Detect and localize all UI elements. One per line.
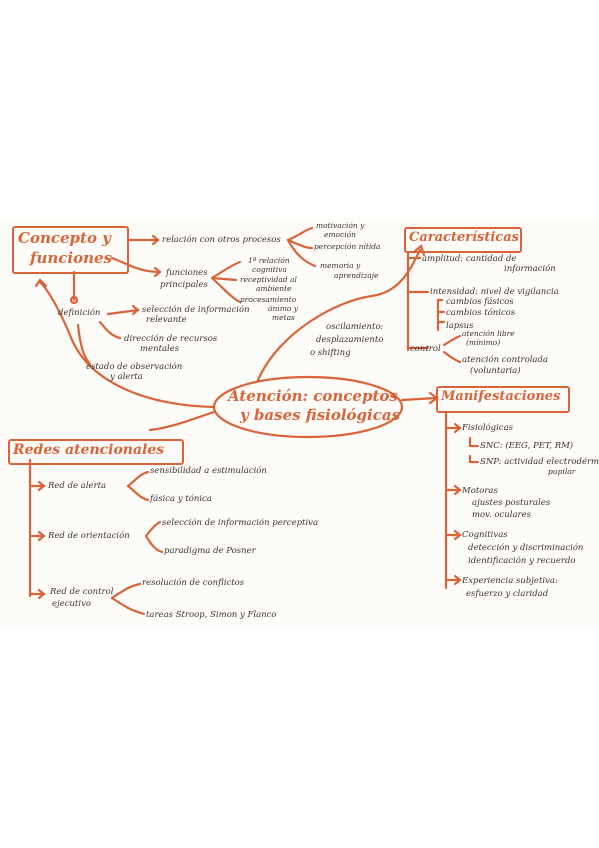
red-orientacion-item-0: selección de información perceptiva (162, 518, 319, 528)
red-control-item-0: resolución de conflictos (142, 578, 245, 588)
funciones-label-0: funciones (166, 268, 208, 278)
center-title-line2: y bases fisiológicas (240, 406, 401, 424)
amplitud-1: información (504, 264, 556, 274)
motoras-2: mov. oculares (472, 510, 531, 520)
oscilamiento-2: o shifting (310, 348, 351, 358)
funcion-item-0: 1ª relación (248, 256, 290, 265)
link-center-redes (148, 410, 216, 432)
red-orientacion-item-1: paradigma de Posner (164, 546, 256, 556)
funcion-item-3: ambiente (256, 284, 292, 293)
def-item-5: y alerta (110, 372, 143, 382)
relacion-text: relación con otros procesos (162, 235, 281, 245)
center-title-line1: Atención: conceptos (228, 387, 398, 405)
red-control-item-1: tareas Stroop, Simon y Flanco (146, 610, 277, 620)
oscilamiento-0: oscilamiento: (326, 322, 384, 332)
control-item-2: atención controlada (462, 355, 549, 365)
manifestaciones-title: Manifestaciones (441, 389, 561, 404)
concepto-title-line1: Concepto y (18, 229, 111, 247)
funcion-item-5: ánimo y (268, 304, 298, 313)
experiencia-1: esfuerzo y claridad (466, 589, 549, 599)
paper-sheet (0, 218, 599, 626)
red-alerta-item-0: sensibilidad a estimulación (150, 466, 267, 476)
link-center-concepto (38, 280, 216, 409)
proceso-2: percepción nítida (314, 242, 381, 251)
proceso-0: motivación y (316, 221, 365, 230)
motoras-0: Motoras (462, 486, 498, 496)
concepto-box (12, 226, 129, 274)
intensidad-0: intensidad: nivel de vigilancia (430, 287, 559, 297)
link-center-manifestaciones (400, 396, 438, 402)
amplitud-0: amplitud: cantidad de (422, 254, 517, 264)
fisiologicas-1: SNC: (EEG, PET, RM) (480, 441, 574, 451)
red-alerta-item-1: fásica y tónica (150, 494, 212, 504)
red-alerta: Red de alerta (48, 481, 107, 491)
intensidad-1: cambios fásicos (446, 297, 514, 307)
cognitivas-1: detección y discriminación (468, 543, 584, 553)
fisiologicas-0: Fisiológicas (462, 423, 513, 433)
def-item-3: mentales (140, 344, 180, 354)
proceso-4: aprendizaje (334, 271, 379, 280)
control-item-3: (voluntaria) (470, 366, 521, 376)
proceso-1: emoción (324, 230, 357, 239)
def-item-0: selección de información (142, 305, 250, 315)
red-orientacion: Red de orientación (48, 531, 130, 541)
intensidad-3: lapsus (446, 321, 474, 331)
caracteristicas-box (404, 227, 522, 253)
funcion-item-6: metas (272, 313, 295, 322)
manifestaciones-box (436, 386, 570, 413)
proceso-3: memoria y (320, 261, 361, 270)
oscilamiento-1: desplazamiento (316, 335, 384, 345)
control-item-0: atención libre (462, 329, 515, 338)
funciones-label-1: principales (160, 280, 208, 290)
def-item-1: relevante (146, 315, 187, 325)
cognitivas-0: Cognitivas (462, 530, 508, 540)
def-item-2: dirección de recursos (124, 334, 218, 344)
funcion-item-1: cognitiva (252, 265, 287, 274)
control-label: control (410, 344, 441, 354)
cognitivas-2: identificación y recuerdo (468, 556, 576, 566)
red-control-1: ejecutivo (52, 599, 91, 609)
red-control-0: Red de control (50, 587, 114, 597)
experiencia-0: Experiencia subjetiva: (462, 576, 558, 586)
definicion-label: definición (58, 308, 101, 318)
redes-box (8, 439, 184, 465)
funcion-item-2: receptividad al (240, 275, 297, 284)
intensidad-2: cambios tónicos (446, 308, 516, 318)
funcion-item-4: procesamiento (240, 295, 297, 304)
motoras-1: ajustes posturales (472, 498, 551, 508)
fisiologicas-3: pupilar (548, 467, 576, 476)
redes-title: Redes atencionales (13, 442, 165, 458)
concepto-title-line2: funciones (30, 249, 112, 267)
control-item-1: (mínimo) (466, 338, 501, 347)
caracteristicas-title: Características (409, 230, 519, 245)
fisiologicas-2: SNP: actividad electrodérmica (480, 457, 599, 467)
def-item-4: estado de observación (86, 362, 183, 372)
